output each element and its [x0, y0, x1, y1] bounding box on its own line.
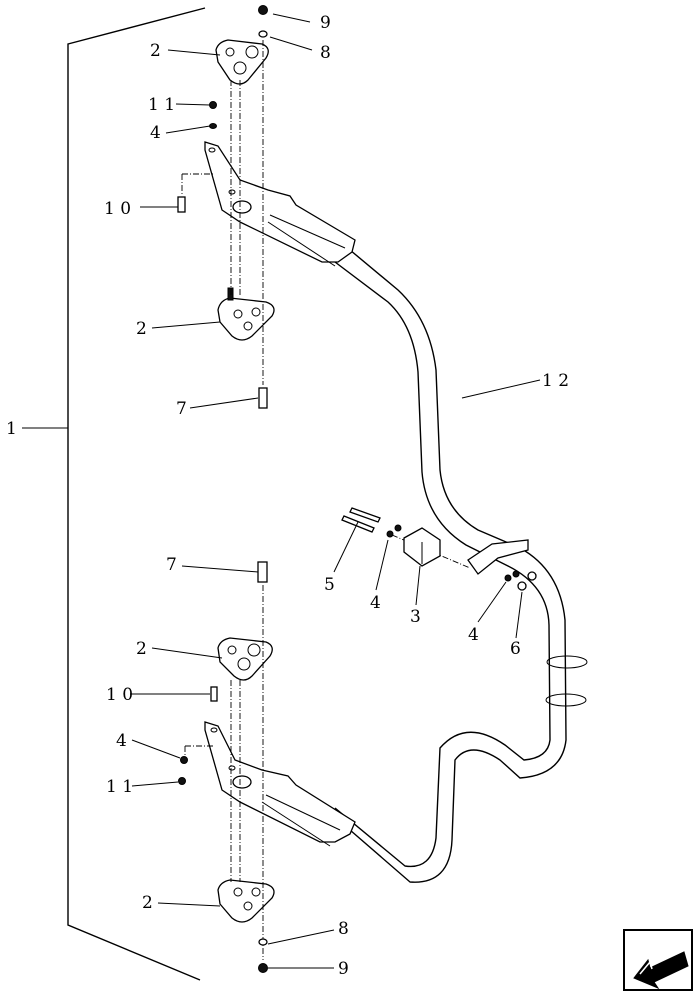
isolator-top-1 [215, 39, 269, 85]
callout-2-bottom-1: 2 [136, 639, 147, 659]
callout-2-bottom-2: 2 [142, 893, 153, 913]
callout-11-top: 1 1 [148, 95, 175, 115]
callout-9-top: 9 [320, 13, 331, 33]
callout-2-top-2: 2 [136, 319, 147, 339]
callout-10-bottom: 1 0 [106, 685, 133, 705]
isolator-top-2 [217, 287, 275, 341]
isolator-bottom-1 [217, 637, 273, 681]
callout-7-top: 7 [176, 399, 187, 419]
callout-4-clamp: 4 [468, 625, 479, 645]
callout-4-bolt: 4 [370, 593, 381, 613]
callout-1: 1 [6, 419, 17, 439]
callout-labels: 1 2 2 2 2 3 4 4 4 4 5 6 7 7 8 8 9 9 1 0 … [6, 13, 569, 979]
assembly-centerlines [181, 40, 471, 960]
callout-9-bottom: 9 [338, 959, 349, 979]
callout-8-top: 8 [320, 43, 331, 63]
arrow-navigation-icon[interactable] [623, 929, 693, 991]
callout-6: 6 [510, 639, 521, 659]
isolator-bottom-2 [217, 879, 275, 923]
callout-8-bottom: 8 [338, 919, 349, 939]
assembly-bracket [22, 7, 206, 981]
callout-2-top-1: 2 [150, 41, 161, 61]
callout-4-top: 4 [150, 123, 161, 143]
hardware [177, 5, 537, 973]
callout-10-top: 1 0 [104, 199, 131, 219]
callout-4-bottom: 4 [116, 731, 127, 751]
lower-mounting-plate [204, 721, 356, 847]
callout-12: 1 2 [542, 371, 569, 391]
callout-7-bottom: 7 [166, 555, 177, 575]
tube-frame [334, 249, 588, 883]
callout-3: 3 [410, 607, 421, 627]
callout-11-bottom: 1 1 [106, 777, 133, 797]
leader-lines [130, 13, 523, 969]
upper-mounting-plate [204, 141, 356, 267]
callout-5: 5 [324, 575, 335, 595]
